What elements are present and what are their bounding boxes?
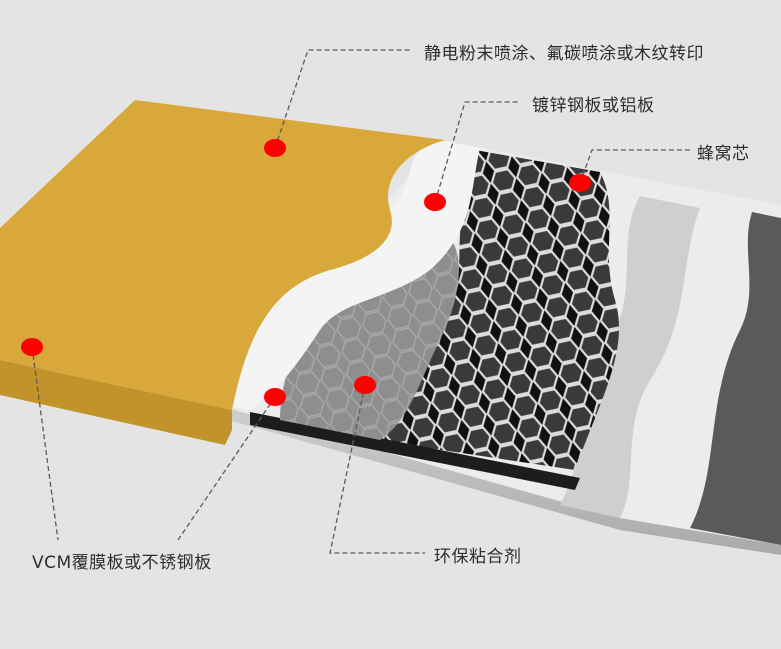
marker-core [569, 174, 591, 192]
label-vcm: VCM覆膜板或不锈钢板 [32, 548, 212, 573]
label-steel-plate: 镀锌钢板或铝板 [532, 91, 655, 116]
marker-steel-plate [424, 193, 446, 211]
marker-vcm [21, 338, 43, 356]
marker-adhesive [354, 376, 376, 394]
label-core: 蜂窝芯 [697, 139, 750, 164]
label-coating: 静电粉末喷涂、氟碳喷涂或木纹转印 [424, 39, 704, 64]
marker-vcm-2 [264, 388, 286, 406]
label-adhesive: 环保粘合剂 [434, 542, 522, 567]
marker-coating [264, 139, 286, 157]
